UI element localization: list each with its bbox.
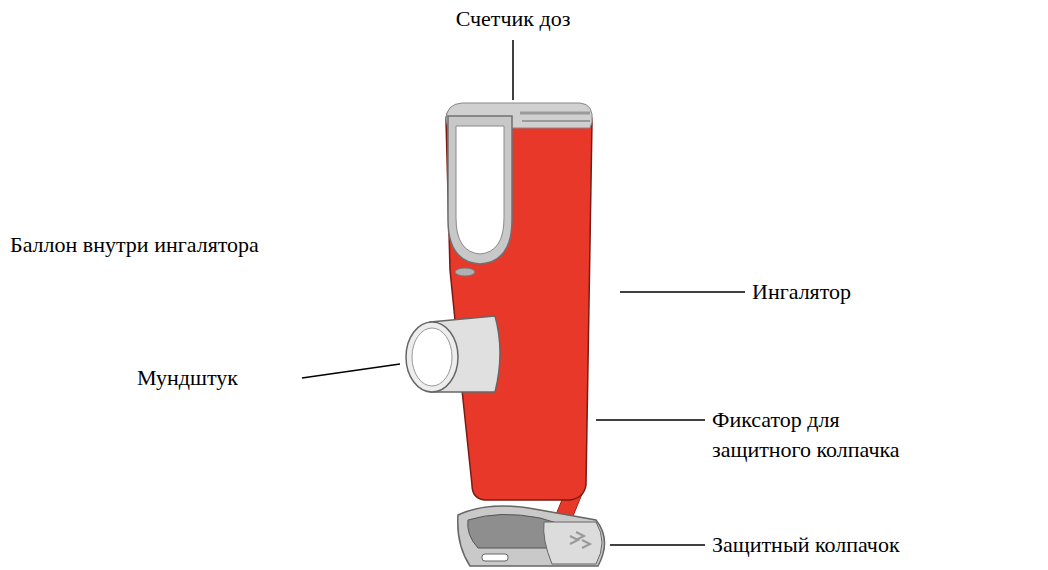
cap-holder-label: Фиксатор для защитного колпачка	[712, 405, 922, 465]
inhaler-label: Ингалятор	[752, 277, 851, 307]
cap-label: Защитный колпачок	[712, 530, 900, 560]
leader-lines	[302, 40, 745, 545]
dose-counter-label: Счетчик доз	[456, 4, 571, 34]
mouthpiece-label: Мундштук	[137, 363, 238, 393]
canister-label: Баллон внутри ингалятора	[10, 230, 259, 260]
